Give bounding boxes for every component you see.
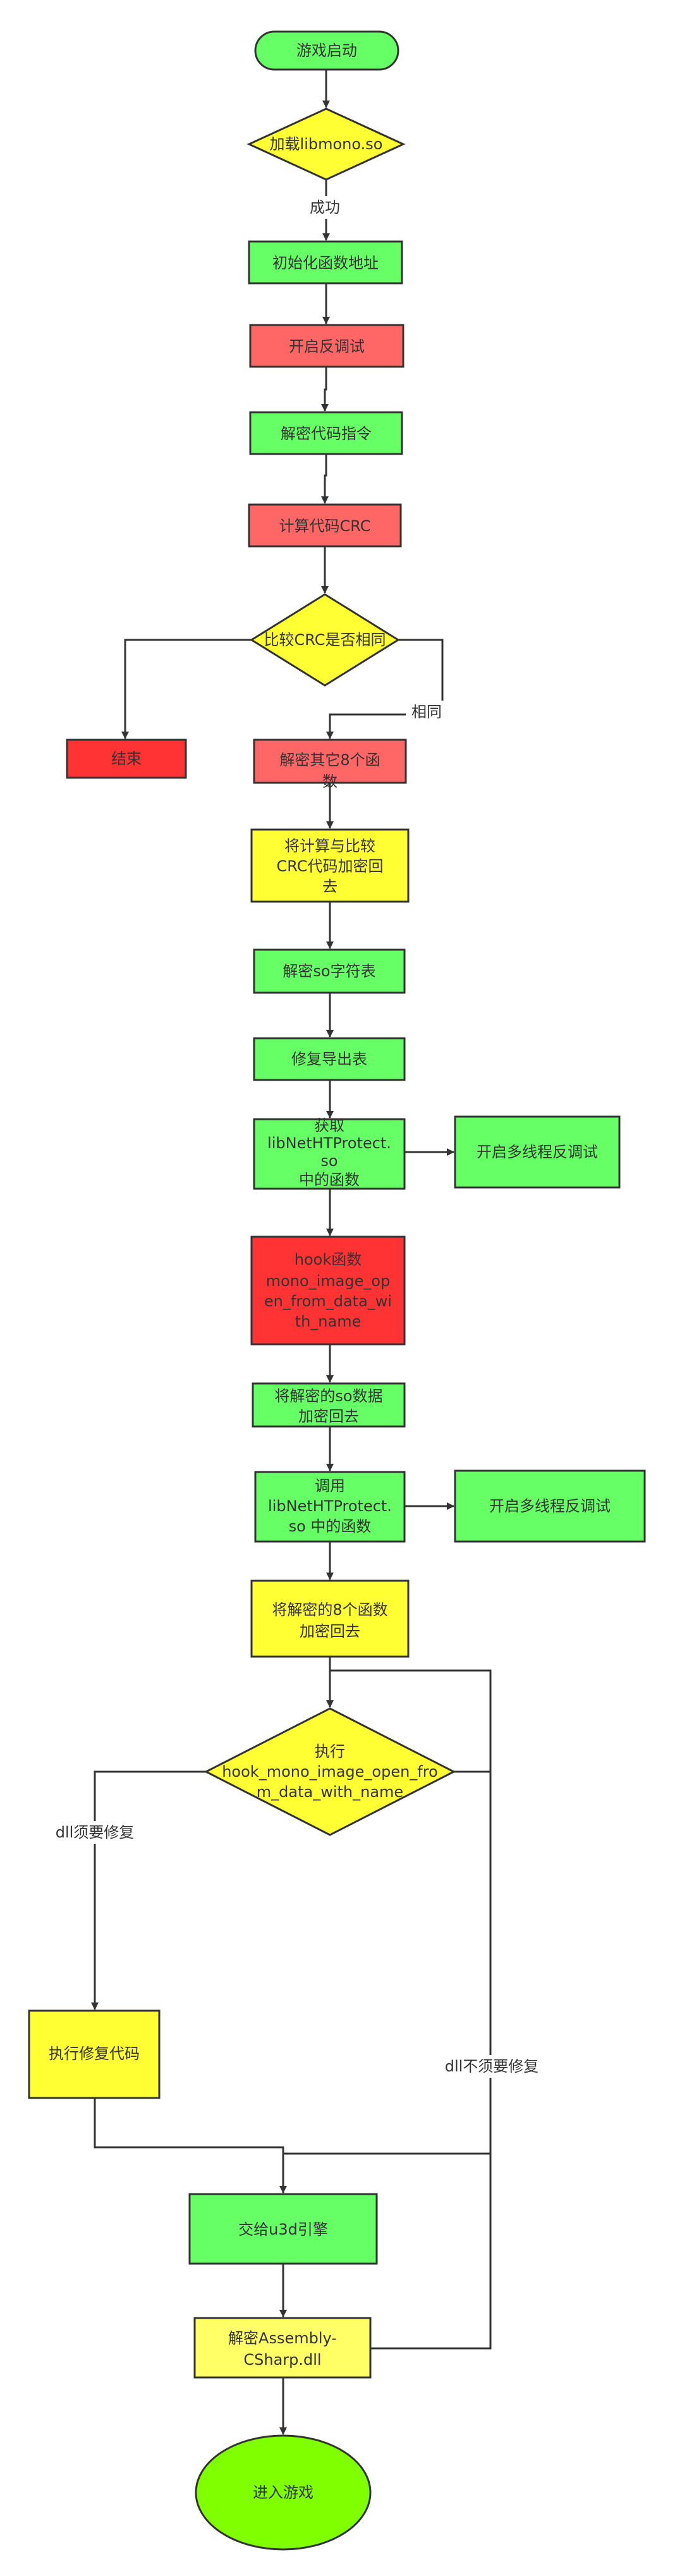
node-get-func-line-3: so <box>320 1152 338 1170</box>
node-exec-hook-line-3: m_data_with_name <box>257 1783 403 1801</box>
node-mt-anti-debug-2-label: 开启多线程反调试 <box>489 1497 611 1515</box>
node-init-func: 初始化函数地址 <box>248 240 403 285</box>
node-call-func: 调用 libNetHTProtect. so 中的函数 <box>254 1471 406 1543</box>
node-get-func: 获取 libNetHTProtect. so 中的函数 <box>253 1117 406 1190</box>
node-reencrypt-crc: 将计算与比较 CRC代码加密回 去 <box>250 828 410 903</box>
node-calc-crc: 计算代码CRC <box>248 503 402 548</box>
node-reencrypt-crc-line-2: CRC代码加密回 <box>277 857 384 875</box>
edge-label-dll-no-fix: dll不须要修复 <box>445 2058 539 2075</box>
node-mt-anti-debug-2: 开启多线程反调试 <box>454 1469 646 1543</box>
node-compare-crc: 比较CRC是否相同 <box>250 593 400 687</box>
node-end-label: 结束 <box>111 750 142 768</box>
node-decrypt-dll: 解密Assembly- CSharp.dll <box>193 2317 372 2379</box>
edge-antidebug-to-decrypt <box>321 367 329 412</box>
node-call-func-line-2: libNetHTProtect. <box>268 1497 392 1515</box>
edge-fix-to-u3d <box>94 2098 287 2193</box>
node-decrypt-8-line-1: 解密其它8个函 <box>279 751 380 769</box>
node-to-u3d: 交给u3d引擎 <box>188 2193 378 2265</box>
node-reencrypt-so-line-2: 加密回去 <box>298 1408 359 1425</box>
node-decrypt-8-line-2: 数 <box>322 773 338 790</box>
node-get-func-line-4: 中的函数 <box>299 1171 360 1189</box>
node-exec-hook-line-2: hook_mono_image_open_fro <box>222 1763 438 1781</box>
node-init-func-label: 初始化函数地址 <box>272 254 379 272</box>
node-decrypt-code: 解密代码指令 <box>249 411 403 455</box>
edge-exec-to-u3d-nofix <box>283 1770 492 2155</box>
node-reencrypt-crc-line-3: 去 <box>322 878 338 895</box>
node-mt-anti-debug-1-label: 开启多线程反调试 <box>477 1143 598 1161</box>
node-reencrypt-8: 将解密的8个函数 加密回去 <box>250 1579 410 1658</box>
edge-label-success: 成功 <box>310 199 340 216</box>
node-reencrypt-crc-line-1: 将计算与比较 <box>284 837 375 855</box>
node-exec-fix-label: 执行修复代码 <box>49 2045 140 2063</box>
node-call-func-line-1: 调用 <box>315 1477 345 1495</box>
node-get-func-line-2: libNetHTProtect. <box>267 1134 391 1152</box>
node-load-lib-label: 加载libmono.so <box>270 135 383 153</box>
node-hook-func-line-1: hook函数 <box>295 1251 362 1268</box>
node-call-func-line-3: so 中的函数 <box>289 1518 372 1535</box>
node-decrypt-8: 解密其它8个函 数 <box>253 739 407 790</box>
edge-labels: 成功 相同 dll须要修复 dll不须要修复 <box>48 196 547 2078</box>
node-anti-debug: 开启反调试 <box>249 324 404 368</box>
node-fix-export-label: 修复导出表 <box>291 1050 367 1068</box>
node-reencrypt-8-line-2: 加密回去 <box>300 1622 360 1640</box>
node-anti-debug-label: 开启反调试 <box>289 338 365 355</box>
edge-dll-loop <box>330 1669 492 2350</box>
node-hook-func-line-3: en_from_data_wi <box>264 1292 392 1310</box>
edge-decrypt-to-crc <box>321 454 329 504</box>
node-decrypt-dll-line-1: 解密Assembly- <box>228 2329 337 2347</box>
node-mt-anti-debug-1: 开启多线程反调试 <box>454 1115 621 1189</box>
node-hook-func-line-4: th_name <box>295 1313 362 1330</box>
node-decrypt-dll-line-2: CSharp.dll <box>243 2351 321 2369</box>
node-get-func-line-1: 获取 <box>314 1117 344 1134</box>
node-end: 结束 <box>66 739 187 779</box>
node-enter-game-label: 进入游戏 <box>253 2484 313 2501</box>
node-start-label: 游戏启动 <box>296 42 357 59</box>
node-reencrypt-8-line-1: 将解密的8个函数 <box>272 1601 387 1619</box>
node-start: 游戏启动 <box>254 30 399 71</box>
node-reencrypt-so-line-1: 将解密的so数据 <box>274 1387 382 1405</box>
node-fix-export: 修复导出表 <box>253 1037 406 1081</box>
edge-label-dll-need-fix: dll须要修复 <box>56 1824 135 1841</box>
node-exec-hook: 执行 hook_mono_image_open_fro m_data_with_… <box>204 1707 456 1836</box>
node-decrypt-so-str: 解密so字符表 <box>253 948 406 994</box>
node-calc-crc-label: 计算代码CRC <box>279 517 371 535</box>
node-compare-crc-label: 比较CRC是否相同 <box>264 631 386 649</box>
node-reencrypt-so: 将解密的so数据 加密回去 <box>252 1382 406 1428</box>
node-exec-hook-line-1: 执行 <box>315 1743 345 1760</box>
node-decrypt-so-str-label: 解密so字符表 <box>283 962 375 980</box>
edge-exec-to-fix <box>91 1770 206 2010</box>
node-enter-game: 进入游戏 <box>195 2434 372 2551</box>
node-load-lib: 加载libmono.so <box>246 107 406 181</box>
node-decrypt-code-label: 解密代码指令 <box>281 425 372 443</box>
edge-compare-to-end <box>121 639 252 739</box>
node-to-u3d-label: 交给u3d引擎 <box>238 2221 328 2238</box>
edges <box>91 70 492 2435</box>
edge-label-same: 相同 <box>411 703 442 721</box>
node-hook-func-line-2: mono_image_op <box>266 1272 391 1290</box>
node-hook-func: hook函数 mono_image_op en_from_data_wi th_… <box>250 1236 406 1346</box>
node-exec-fix: 执行修复代码 <box>28 2009 161 2099</box>
nodes: 游戏启动 加载libmono.so 初始化函数地址 开启反调试 解密代码指令 计… <box>28 30 646 2551</box>
